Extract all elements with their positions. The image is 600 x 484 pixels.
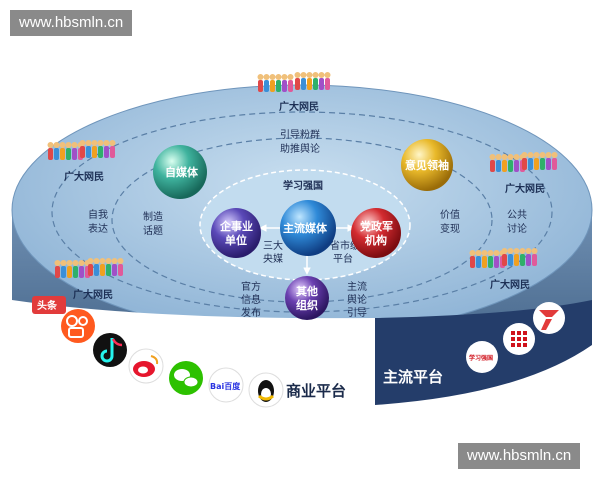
xuexi-label: 学习强国 bbox=[469, 354, 493, 362]
toutiao-label: 头条 bbox=[37, 299, 58, 312]
sphere-mainstream: 主流媒体 bbox=[280, 200, 336, 256]
crowd-label: 广大网民 bbox=[64, 170, 104, 183]
guide-top-line1: 引导粉群 bbox=[280, 128, 320, 141]
value-line2: 变现 bbox=[440, 222, 460, 235]
mainstream-platform-label: 主流平台 bbox=[383, 368, 443, 386]
sphere-opinion-leader: 意见领袖 bbox=[401, 139, 453, 191]
mainstream-guide-line2: 舆论 bbox=[347, 293, 367, 306]
crowd-left-top: 广大网民 bbox=[47, 140, 116, 183]
sphere-leader-label: 意见领袖 bbox=[405, 158, 449, 172]
provincial-line1: 省市级 bbox=[330, 239, 360, 252]
sphere-party-line2: 机构 bbox=[365, 233, 387, 247]
official-line1: 官方 bbox=[241, 280, 261, 293]
sphere-party-gov: 党政军 机构 bbox=[351, 208, 401, 258]
public-line1: 公共 bbox=[507, 209, 527, 221]
crowd-right-top: 广大网民 bbox=[489, 152, 558, 195]
sphere-other-org: 其他 组织 bbox=[285, 276, 329, 320]
value-line1: 价值 bbox=[440, 208, 460, 221]
sphere-other-line1: 其他 bbox=[296, 284, 318, 298]
mainstream-guide-line3: 引导 bbox=[347, 307, 367, 319]
make-topics-line2: 话题 bbox=[143, 225, 163, 237]
sphere-mainstream-label: 主流媒体 bbox=[283, 221, 328, 235]
crowd-label: 广大网民 bbox=[279, 100, 319, 113]
sphere-enterprise-line1: 企事业 bbox=[219, 219, 253, 233]
sphere-other-line2: 组织 bbox=[296, 298, 318, 312]
three-central-line2: 央媒 bbox=[263, 252, 283, 265]
official-line3: 发布 bbox=[241, 306, 261, 319]
commercial-band bbox=[12, 300, 375, 406]
provincial-line2: 平台 bbox=[333, 252, 353, 265]
watermark-top: www.hbsmln.cn bbox=[10, 10, 133, 36]
public-line2: 讨论 bbox=[507, 222, 527, 235]
toutiao-icon: 头条 bbox=[32, 296, 66, 314]
guide-top-line2: 助推舆论 bbox=[280, 142, 320, 155]
sphere-self-media: 自媒体 bbox=[153, 145, 207, 199]
sphere-enterprise-line2: 单位 bbox=[225, 233, 247, 247]
commercial-platform-label: 商业平台 bbox=[286, 382, 346, 400]
sphere-self-media-label: 自媒体 bbox=[165, 165, 199, 179]
sphere-enterprise: 企事业 单位 bbox=[211, 208, 261, 258]
official-line2: 信息 bbox=[241, 293, 261, 306]
baidu-icon: Bai百度 bbox=[208, 367, 244, 403]
qq-icon bbox=[248, 372, 284, 408]
outer-ring bbox=[51, 111, 553, 313]
self-express-line2: 表达 bbox=[88, 222, 108, 235]
sphere-party-line1: 党政军 bbox=[360, 219, 393, 233]
wechat-icon bbox=[169, 361, 203, 395]
watermark-bottom: www.hbsmln.cn bbox=[458, 443, 581, 469]
study-label: 学习强国 bbox=[283, 179, 323, 192]
renmin-icon bbox=[503, 323, 535, 355]
weibo-icon bbox=[128, 348, 164, 384]
crowd-label: 广大网民 bbox=[73, 288, 113, 301]
crowd-label: 广大网民 bbox=[490, 278, 530, 291]
make-topics-line1: 制造 bbox=[143, 210, 163, 223]
self-express-line1: 自我 bbox=[88, 208, 108, 221]
cctv-icon bbox=[533, 302, 565, 334]
xuexi-icon: 学习强国 bbox=[466, 341, 498, 373]
baidu-label: Bai百度 bbox=[210, 381, 241, 391]
crowd-top: 广大网民 bbox=[257, 72, 331, 113]
mainstream-guide-line1: 主流 bbox=[347, 280, 367, 293]
douyin-icon bbox=[93, 333, 127, 367]
crowd-left-bottom: 广大网民 bbox=[54, 258, 124, 301]
three-central-line1: 三大 bbox=[263, 239, 283, 252]
kuaishou-icon bbox=[61, 309, 95, 343]
crowd-right-bottom: 广大网民 bbox=[469, 248, 538, 291]
crowd-label: 广大网民 bbox=[505, 182, 545, 195]
